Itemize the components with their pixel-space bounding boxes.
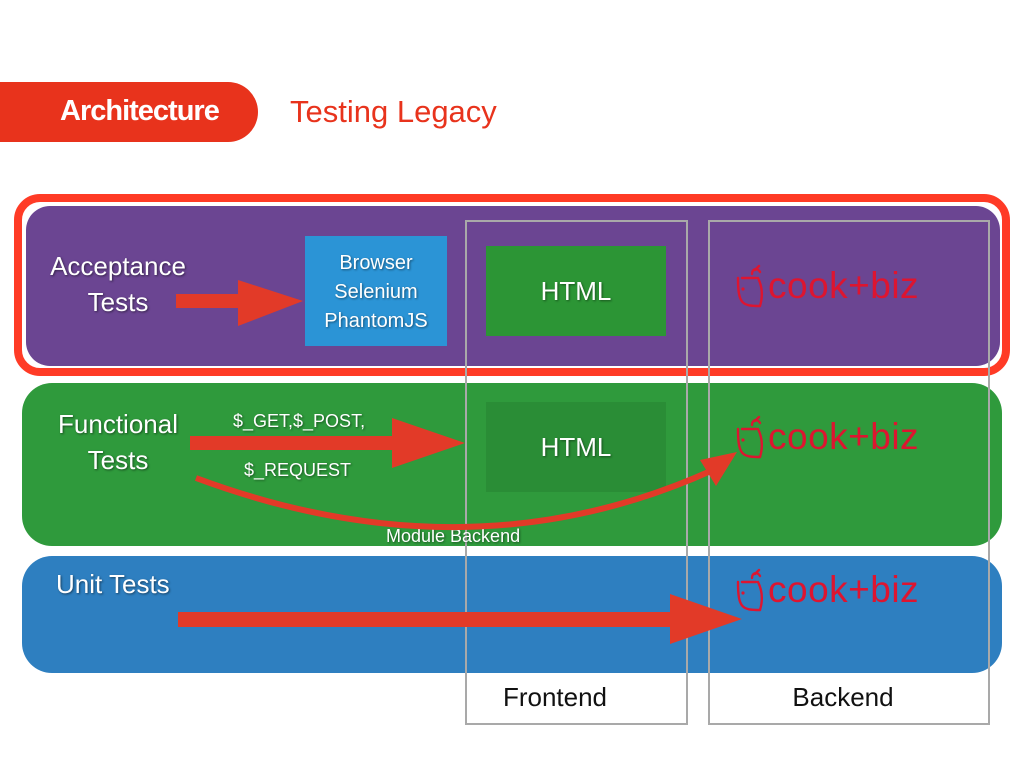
unit-tests-label: Unit Tests — [56, 569, 170, 599]
unit-arrow — [178, 594, 742, 644]
frontend-column-label: Frontend — [502, 682, 608, 712]
cookbiz-logo-unit: cook+biz — [730, 568, 960, 612]
request-vars-line2: $_REQUEST — [244, 460, 352, 480]
acceptance-label-line1: Acceptance — [50, 251, 186, 281]
chef-face-icon — [736, 415, 763, 459]
acceptance-tests-label: Acceptance Tests — [34, 248, 202, 320]
chef-face-icon — [736, 568, 763, 612]
acceptance-html-box: HTML — [486, 246, 666, 336]
functional-label-line1: Functional — [58, 409, 178, 439]
cookbiz-logo-functional: cook+biz — [730, 415, 960, 459]
section-tag — [0, 82, 258, 142]
acceptance-highlight-frame — [14, 194, 1010, 376]
browser-selenium-box: Browser Selenium PhantomJS — [305, 236, 447, 346]
cookbiz-logo-text: cook+biz — [768, 265, 920, 306]
cookbiz-logo-acceptance: cook+biz — [730, 264, 960, 308]
section-tag-label: Architecture — [60, 95, 220, 127]
functional-arrow — [190, 418, 465, 468]
module-backend-curve-arrow — [194, 452, 737, 530]
browser-box-line2: Selenium — [334, 281, 418, 303]
browser-box-line1: Browser — [339, 252, 413, 274]
page-subtitle: Testing Legacy — [290, 94, 497, 129]
module-backend-label: Module Backend — [386, 526, 521, 546]
acceptance-label-line2: Tests — [87, 287, 149, 317]
cookbiz-logo-text: cook+biz — [768, 416, 920, 457]
acceptance-arrow — [176, 280, 303, 326]
functional-tests-label: Functional Tests — [40, 406, 196, 478]
browser-box-line3: PhantomJS — [324, 310, 428, 332]
backend-column-label: Backend — [792, 682, 894, 712]
cookbiz-logo-text: cook+biz — [768, 569, 920, 610]
request-vars-line1: $_GET,$_POST, — [233, 411, 366, 431]
chef-face-icon — [736, 264, 763, 308]
functional-html-box: HTML — [486, 402, 666, 492]
frontend-column — [465, 220, 688, 725]
functional-label-line2: Tests — [87, 445, 149, 475]
